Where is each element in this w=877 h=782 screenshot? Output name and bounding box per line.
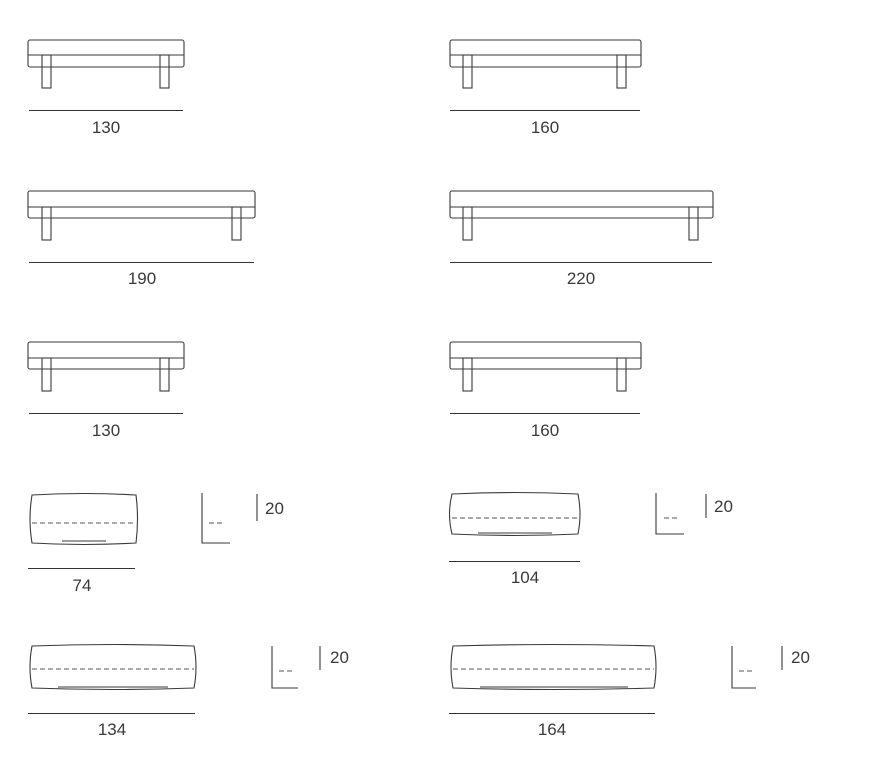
dimension-label: 74 [72, 576, 92, 595]
height-label: 20 [330, 648, 349, 667]
dimension-line [29, 262, 254, 263]
height-label: 20 [714, 497, 733, 516]
dimension-label: 190 [127, 269, 157, 288]
height-label: 20 [791, 648, 810, 667]
dimension-line [28, 713, 195, 714]
dimension-line [29, 110, 183, 111]
dimension-line [449, 561, 580, 562]
dimension-label: 130 [91, 118, 121, 137]
dimension-line [28, 568, 135, 569]
dimension-line [29, 413, 183, 414]
dimension-line [450, 262, 712, 263]
dimension-label: 164 [537, 720, 567, 739]
dimension-label: 130 [91, 421, 121, 440]
dimension-line [450, 110, 640, 111]
dimension-line [450, 413, 640, 414]
dimension-label: 134 [97, 720, 127, 739]
height-label: 20 [265, 499, 284, 518]
dimension-label: 160 [530, 118, 560, 137]
dimension-label: 104 [510, 568, 540, 587]
dimension-line [449, 713, 655, 714]
dimension-label: 220 [566, 269, 596, 288]
dimension-label: 160 [530, 421, 560, 440]
